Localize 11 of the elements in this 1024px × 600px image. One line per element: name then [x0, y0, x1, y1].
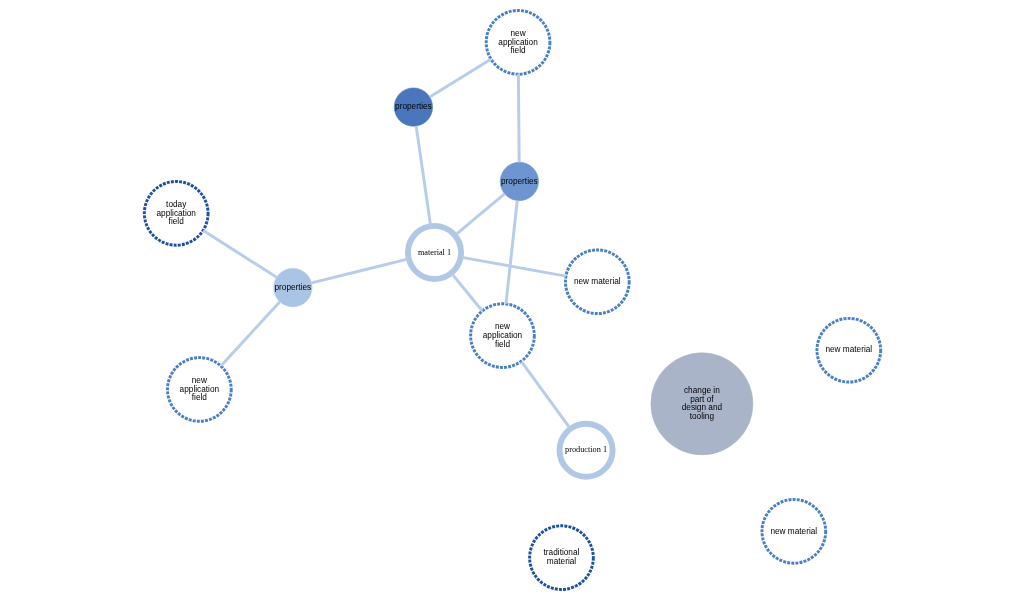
connector: [454, 192, 506, 236]
connector: [414, 125, 432, 226]
connector: [201, 229, 277, 279]
connector: [519, 360, 571, 429]
connector: [461, 255, 566, 278]
connector: [310, 257, 408, 285]
connector: [428, 57, 492, 99]
connector: [219, 300, 281, 367]
connector: [450, 273, 483, 312]
connector: [504, 200, 519, 304]
connector: [516, 74, 521, 163]
